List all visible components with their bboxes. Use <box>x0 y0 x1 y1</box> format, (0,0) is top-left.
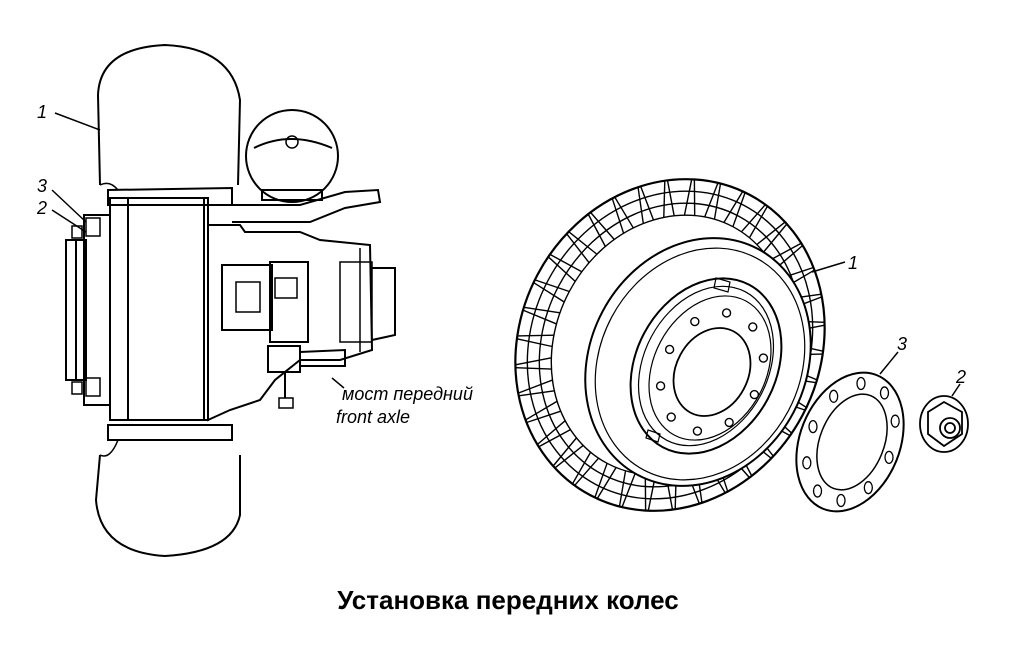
callout-right-1: 1 <box>848 253 859 273</box>
ring-hole <box>812 484 823 498</box>
leader-left-2 <box>51 209 87 233</box>
callout-right-2: 2 <box>956 367 967 387</box>
stud-hole <box>690 316 700 327</box>
hub <box>672 327 752 417</box>
figure-caption: Установка передних колес <box>337 585 679 615</box>
callout-right-3: 3 <box>897 334 908 354</box>
ring-hole <box>879 386 890 400</box>
ring-hole <box>829 389 839 403</box>
ring-hole <box>890 414 900 428</box>
leader-right-1 <box>811 261 846 273</box>
ring-hole <box>836 493 846 508</box>
steering-knuckle <box>207 224 374 422</box>
wheel-assembly <box>514 178 969 513</box>
stud-hole <box>666 412 676 422</box>
stud-hole <box>724 417 734 428</box>
axle-beam <box>371 267 396 341</box>
upper-tire <box>96 43 242 186</box>
ring-hole <box>808 419 818 434</box>
stud-hole <box>749 389 760 400</box>
lower-tire <box>94 454 241 558</box>
ring-hole <box>884 450 894 465</box>
wheel-studs <box>655 308 769 436</box>
stud-hole <box>664 344 675 355</box>
stud-hole <box>748 322 758 332</box>
wheel-nut-lower <box>85 377 101 397</box>
ring-hole <box>856 376 866 391</box>
leader-left-3 <box>51 189 87 223</box>
wheel-nut-upper <box>85 217 101 237</box>
stud-hole <box>655 381 666 391</box>
hub-flange <box>83 214 111 406</box>
ring-hole <box>863 481 873 495</box>
clamping-ring <box>795 351 905 513</box>
steering-arm <box>232 188 382 223</box>
brake-drum <box>109 197 209 421</box>
stud-hole <box>721 308 732 318</box>
wheel-nut <box>919 383 969 453</box>
stud-hole <box>758 353 769 363</box>
ring-hole <box>802 456 812 470</box>
callout-left-2: 2 <box>37 198 48 218</box>
callout-left-3: 3 <box>37 176 48 196</box>
callout-left-1: 1 <box>37 102 48 122</box>
stud-hole <box>692 426 703 436</box>
rim-section <box>107 186 233 206</box>
brake-chamber <box>245 109 339 203</box>
sectional-view <box>51 43 396 558</box>
front-axle-label-ru: мост передний <box>342 384 473 404</box>
front-axle-label-en: front axle <box>336 407 411 427</box>
leader-left-1 <box>54 112 101 131</box>
